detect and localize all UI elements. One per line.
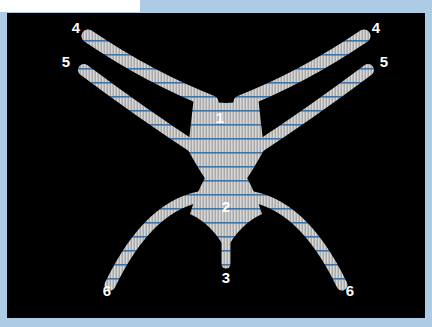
frame-strip bbox=[0, 0, 140, 12]
callout-number: 4 bbox=[72, 20, 80, 35]
black-panel bbox=[7, 13, 425, 318]
callout-number: 5 bbox=[62, 54, 70, 69]
callout-number: 3 bbox=[222, 270, 230, 285]
lower-body bbox=[190, 176, 262, 250]
callout-number: 2 bbox=[222, 199, 230, 214]
callout-number: 5 bbox=[380, 54, 388, 69]
callout-number: 6 bbox=[103, 283, 111, 298]
central-body bbox=[188, 96, 264, 180]
callout-number: 4 bbox=[372, 20, 380, 35]
bone-shape bbox=[84, 36, 368, 285]
inner-arm bbox=[254, 70, 368, 150]
inner-arm bbox=[84, 70, 198, 150]
callout-number: 6 bbox=[346, 283, 354, 298]
callout-number: 1 bbox=[216, 110, 224, 125]
